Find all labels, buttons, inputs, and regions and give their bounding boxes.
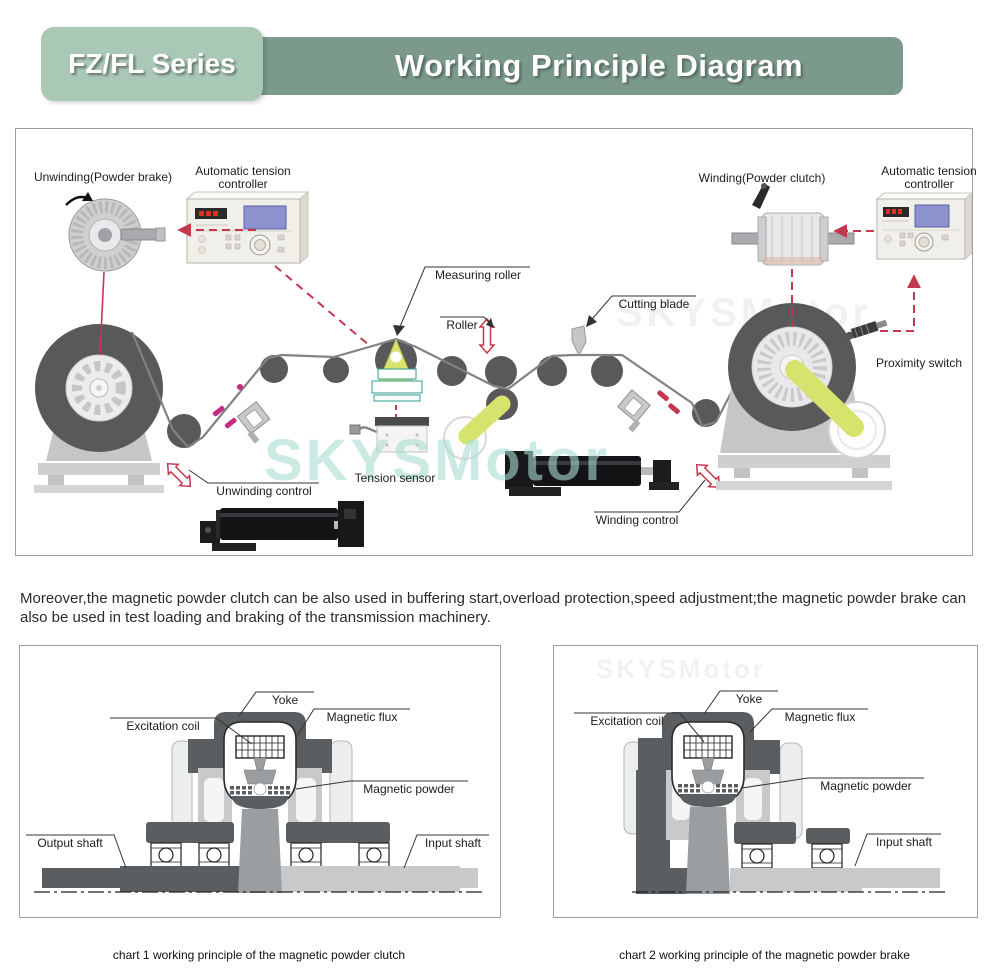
signal-lines-right	[791, 224, 921, 332]
label-excitation-coil-1: Excitation coil	[126, 719, 200, 733]
label-unwinding: Unwinding(Powder brake)	[33, 170, 173, 184]
label-input-shaft-1: Input shaft	[424, 836, 482, 850]
bearing-icon	[290, 842, 322, 868]
powder-clutch-icon	[731, 183, 855, 266]
bearing-icon	[811, 843, 843, 869]
magenta-dot	[237, 384, 243, 390]
chart1-leaders	[26, 691, 489, 869]
actuator-unwinding-icon	[200, 501, 364, 551]
chart2-panel: SKYSMotor	[553, 645, 978, 918]
magenta-dash	[224, 417, 237, 429]
brake-drawing	[623, 712, 946, 894]
label-unwinding-control: Unwinding control	[216, 484, 312, 498]
chart2-leaders	[574, 690, 941, 867]
chart1-panel: Yoke Excitation coil Magnetic flux Magne…	[19, 645, 501, 918]
clutch-drawing	[34, 712, 486, 893]
winding-roll	[728, 303, 886, 459]
actuator-winding-icon	[505, 451, 679, 496]
bearing-icon	[198, 842, 230, 868]
label-yoke-1: Yoke	[271, 693, 299, 707]
tension-sensor-icon	[349, 417, 429, 453]
label-yoke-2: Yoke	[735, 692, 763, 706]
label-atc-right: Automatic tension controller	[881, 164, 977, 191]
label-roller: Roller	[446, 318, 478, 332]
label-winding: Winding(Powder clutch)	[698, 171, 826, 185]
powder-brake-icon	[65, 192, 166, 272]
red-dash	[657, 390, 669, 401]
label-leaders	[188, 266, 706, 513]
label-cutting-blade: Cutting blade	[618, 297, 690, 311]
clutch-cross-section	[26, 691, 489, 893]
label-measuring-roller: Measuring roller	[434, 268, 522, 282]
label-tension-sensor: Tension sensor	[354, 471, 436, 485]
brake-cross-section	[574, 690, 946, 894]
unwind-adjust-arrow-icon	[166, 462, 192, 488]
label-winding-control: Winding control	[595, 513, 679, 527]
label-proximity-switch: Proximity switch	[875, 356, 962, 370]
label-magnetic-flux-1: Magnetic flux	[326, 710, 398, 724]
main-diagram-art	[34, 183, 972, 551]
header-bar: Working Principle Diagram	[145, 37, 903, 95]
red-dash	[668, 403, 680, 414]
cutting-blade-icon	[571, 325, 587, 357]
chart1-caption: chart 1 working principle of the magneti…	[112, 948, 406, 962]
measuring-roller-station	[371, 338, 423, 421]
label-excitation-coil-2: Excitation coil	[590, 714, 664, 728]
label-magnetic-flux-2: Magnetic flux	[784, 710, 856, 724]
tension-controller-left-icon	[185, 190, 310, 265]
label-output-shaft: Output shaft	[37, 836, 103, 850]
page-title: Working Principle Diagram	[394, 48, 804, 83]
edge-sensor-right-icon	[617, 389, 651, 433]
tension-controller-right-icon	[875, 192, 972, 261]
chart2-caption: chart 2 working principle of the magneti…	[619, 948, 910, 962]
label-magnetic-powder-1: Magnetic powder	[363, 782, 455, 796]
main-diagram-panel: SKYSMotor	[15, 128, 977, 556]
dancer-arm	[443, 395, 511, 460]
web-path	[130, 331, 733, 449]
edge-sensor-left-icon	[236, 401, 271, 444]
bearing-icon	[358, 842, 390, 868]
unwind-roll	[35, 324, 163, 452]
label-input-shaft-2: Input shaft	[875, 835, 933, 849]
series-tag: FZ/FL Series	[41, 27, 263, 101]
label-magnetic-powder-2: Magnetic powder	[820, 779, 912, 793]
bearing-icon	[150, 842, 182, 868]
label-atc-left: Automatic tension controller	[195, 164, 291, 191]
proximity-switch-icon	[845, 319, 888, 340]
description-paragraph: Moreover,the magnetic powder clutch can …	[20, 590, 967, 626]
bearing-icon	[741, 843, 773, 869]
signal-lines-left	[99, 223, 371, 356]
magenta-dash	[212, 405, 225, 417]
series-label: FZ/FL Series	[68, 48, 236, 79]
